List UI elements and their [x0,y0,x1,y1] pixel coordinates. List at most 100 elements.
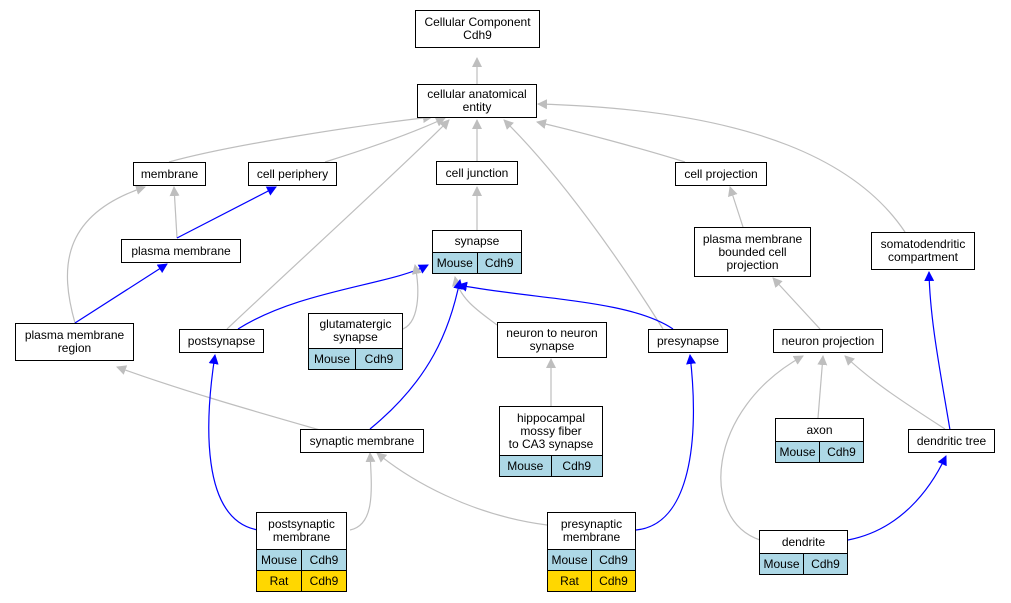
gene-label: Cdh9 [355,349,402,369]
gene-label: Cdh9 [819,442,863,462]
edge-pmregion-plasmamembrane [74,263,168,324]
gene-label: Cdh9 [803,554,847,574]
node-label: plasma membrane region [24,328,125,355]
annotation-row: Rat Cdh9 [257,570,346,591]
gene-label: Cdh9 [550,456,603,476]
organism-label: Mouse [763,556,800,571]
edge-dendritictree-neuronprojection [844,355,946,430]
node-label: postsynaptic membrane [268,517,335,544]
node-label: neuron to neuron synapse [506,326,598,353]
edge-plasmamembrane-cellperiphery [176,186,277,239]
edge-pmregion-membrane [66,185,146,324]
organism-label: Mouse [551,552,588,567]
node-neuron-projection[interactable]: neuron projection [773,329,883,353]
organism-label: Rat [269,573,289,588]
annotation-row: Mouse Cdh9 [309,348,402,369]
node-label: hippocampal mossy fiber to CA3 synapse [508,410,594,451]
node-label: postsynapse [187,333,256,348]
edge-dendrite-neuronprojection [720,355,804,541]
node-plasma-membrane-region[interactable]: plasma membrane region [15,323,134,361]
edge-postsynapse-cae [226,119,450,330]
node-label: dendrite [781,534,826,549]
node-label: plasma membrane [131,243,231,258]
edge-membrane-cae [168,113,433,163]
gene-label: Cdh9 [476,253,522,273]
edge-postsynmem-postsynapse [208,354,259,531]
gene-label: Cdh9 [591,571,635,591]
node-plasma-membrane[interactable]: plasma membrane [121,239,241,263]
edge-pmbcp-cellprojection [728,186,744,228]
annotation-row: Rat Cdh9 [548,570,635,591]
node-label: presynaptic membrane [560,517,623,544]
node-plasma-membrane-bounded-cell-projection[interactable]: plasma membrane bounded cell projection [694,227,811,277]
annotation-row: Mouse Cdh9 [500,455,602,476]
node-synaptic-membrane[interactable]: synaptic membrane [300,429,424,453]
organism-label: Mouse [313,351,351,366]
edge-postsynmem-synapticmembrane [349,452,376,531]
node-cell-periphery[interactable]: cell periphery [248,162,337,186]
node-label: presynapse [656,333,720,348]
edge-plasmamembrane-membrane [169,186,180,239]
organism-label: Mouse [779,444,816,459]
node-label: axon [806,422,833,437]
node-label: cellular anatomical entity [427,87,527,114]
node-label: cell projection [684,166,758,181]
node-somatodendritic-compartment[interactable]: somatodendritic compartment [871,232,975,270]
edge-dendrite-dendritictree [847,455,947,541]
edge-presynmem-presynapse [635,354,697,531]
node-label: plasma membrane bounded cell projection [702,231,803,272]
node-presynapse[interactable]: presynapse [648,329,728,353]
node-membrane[interactable]: membrane [133,162,206,186]
edge-presynapse-cae [503,119,664,330]
organism-label: Rat [560,573,579,588]
node-neuron-to-neuron-synapse[interactable]: neuron to neuron synapse [497,322,607,358]
node-postsynapse[interactable]: postsynapse [179,329,264,353]
node-cell-junction[interactable]: cell junction [436,161,518,185]
edge-neuronprojection-pmbcp [772,277,821,330]
gene-label: Cdh9 [591,550,635,570]
node-label: cell junction [445,165,509,180]
edge-presynapse-synapse [457,281,674,330]
node-label: cell periphery [256,166,329,181]
gene-label: Cdh9 [301,550,346,570]
node-label: somatodendritic compartment [880,237,966,264]
edge-synapticmembrane-synapse [369,279,464,430]
edge-cellperiphery-cae [324,117,446,163]
node-cell-projection[interactable]: cell projection [675,162,767,186]
node-label: membrane [140,166,199,181]
node-label: synapse [454,234,500,248]
edge-postsynapse-synapse [237,264,429,330]
node-cellular-component[interactable]: Cellular Component Cdh9 [415,10,540,48]
edge-synapticmembrane-pmregion [116,365,321,431]
node-label: synaptic membrane [309,433,415,448]
node-dendritic-tree[interactable]: dendritic tree [908,429,995,453]
node-label: Cellular Component Cdh9 [424,15,531,42]
node-label: dendritic tree [916,433,987,448]
edge-presynmem-synapticmembrane [376,452,548,526]
organism-label: Mouse [507,458,544,473]
node-label: glutamatergic synapse [319,317,392,344]
gene-label: Cdh9 [301,571,346,591]
edge-glutamatergic-synapse [399,264,422,331]
edge-axon-neuronprojection [817,355,828,419]
edge-cellprojection-cae [536,119,686,163]
organism-label: Mouse [436,255,473,270]
node-cellular-anatomical-entity[interactable]: cellular anatomical entity [417,84,537,118]
node-label: neuron projection [781,333,875,348]
edge-somato-dendritictree [924,271,951,431]
edge-n2n-synapse [452,276,498,326]
organism-label: Mouse [260,552,298,567]
edge-somato-cae [537,99,906,233]
